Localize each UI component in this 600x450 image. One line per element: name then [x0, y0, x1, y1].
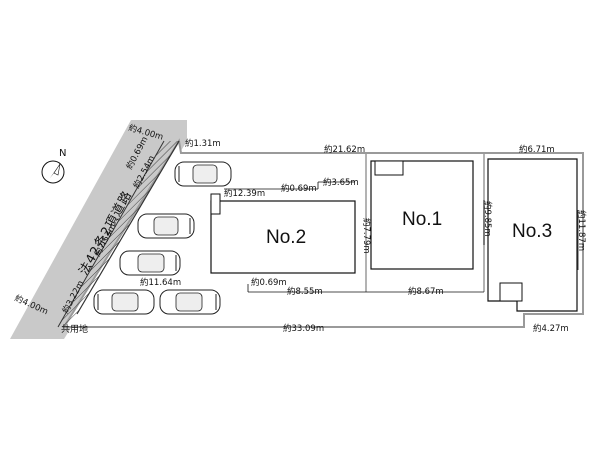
lot-no3-entry [499, 282, 523, 302]
setback-hatch [58, 141, 179, 327]
lot-no1-label: No.1 [402, 209, 442, 230]
north-label: N [59, 148, 66, 159]
car-1 [174, 161, 232, 187]
dim-top-2162: 約21.62m [324, 144, 365, 155]
lot-no1-entry [374, 160, 404, 176]
dim-inner-069a: 約0.69m [281, 183, 317, 194]
road-edge-line [76, 140, 180, 315]
north-compass-icon [41, 160, 65, 184]
dim-inner-1239: 約12.39m [224, 188, 265, 199]
lot-no3-building [487, 158, 578, 312]
dim-inner-779: 約7.79m [361, 218, 372, 254]
dim-inner-867: 約8.67m [408, 286, 444, 297]
dim-inner-069b: 約0.69m [251, 277, 287, 288]
dim-inner-985: 約9.85m [482, 201, 493, 237]
car-5 [159, 289, 221, 315]
setback-line [57, 140, 165, 328]
common-land-label: 共用地 [61, 323, 88, 335]
dimension-lines [224, 181, 579, 293]
dim-bottom-427: 約4.27m [533, 323, 569, 334]
lot-no3-label: No.3 [512, 221, 552, 242]
road-strip [10, 120, 187, 339]
dim-top-131: 約1.31m [185, 138, 221, 149]
car-3 [119, 250, 181, 276]
dim-right-1187: 約11.87m [576, 210, 587, 251]
lot-no1-building [370, 160, 474, 270]
car-2 [137, 213, 195, 239]
lot-no2-label: No.2 [266, 227, 306, 248]
car-4 [93, 289, 155, 315]
dim-inner-365: 約3.65m [323, 177, 359, 188]
dim-inner-1164: 約11.64m [140, 277, 181, 288]
lot-no2-entry [210, 193, 221, 215]
lot-no2-building [210, 200, 356, 274]
dim-top-671: 約6.71m [519, 144, 555, 155]
dim-bottom-3309: 約33.09m [283, 323, 324, 334]
dim-inner-855: 約8.55m [287, 286, 323, 297]
